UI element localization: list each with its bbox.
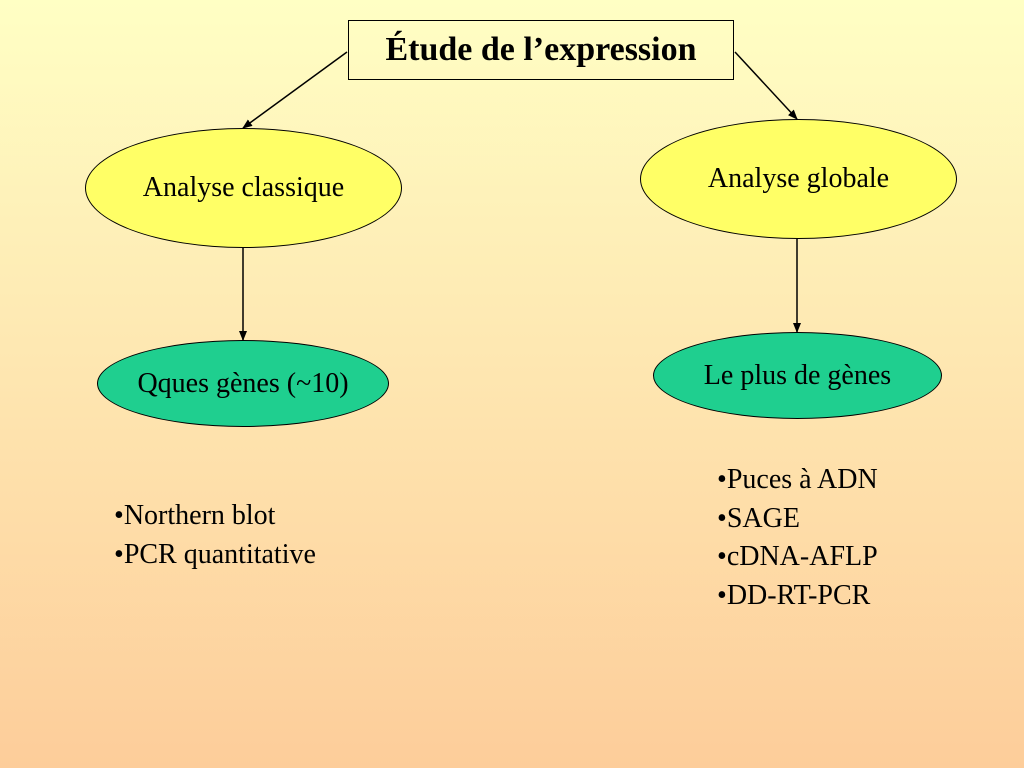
list-item: PCR quantitative xyxy=(114,536,316,575)
list-item: SAGE xyxy=(717,500,878,539)
methods-classique-list: Northern blot PCR quantitative xyxy=(114,497,316,574)
node-analyse-classique-label: Analyse classique xyxy=(142,172,345,203)
diagram-title: Étude de l’expression xyxy=(348,20,734,80)
list-item: cDNA-AFLP xyxy=(717,538,878,577)
list-item: DD-RT-PCR xyxy=(717,577,878,616)
node-plus-de-genes: Le plus de gènes xyxy=(653,332,942,419)
node-qques-genes: Qques gènes (~10) xyxy=(97,340,389,427)
arrow-title-to-globale xyxy=(734,51,798,120)
node-analyse-globale-label: Analyse globale xyxy=(707,163,890,194)
list-item: Puces à ADN xyxy=(717,461,878,500)
node-analyse-globale: Analyse globale xyxy=(640,119,957,239)
node-plus-de-genes-label: Le plus de gènes xyxy=(703,359,892,391)
list-item: Northern blot xyxy=(114,497,316,536)
methods-globale-list: Puces à ADN SAGE cDNA-AFLP DD-RT-PCR xyxy=(717,461,878,615)
node-analyse-classique: Analyse classique xyxy=(85,128,402,248)
node-qques-genes-label: Qques gènes (~10) xyxy=(137,367,349,399)
arrow-title-to-classique xyxy=(242,51,348,129)
